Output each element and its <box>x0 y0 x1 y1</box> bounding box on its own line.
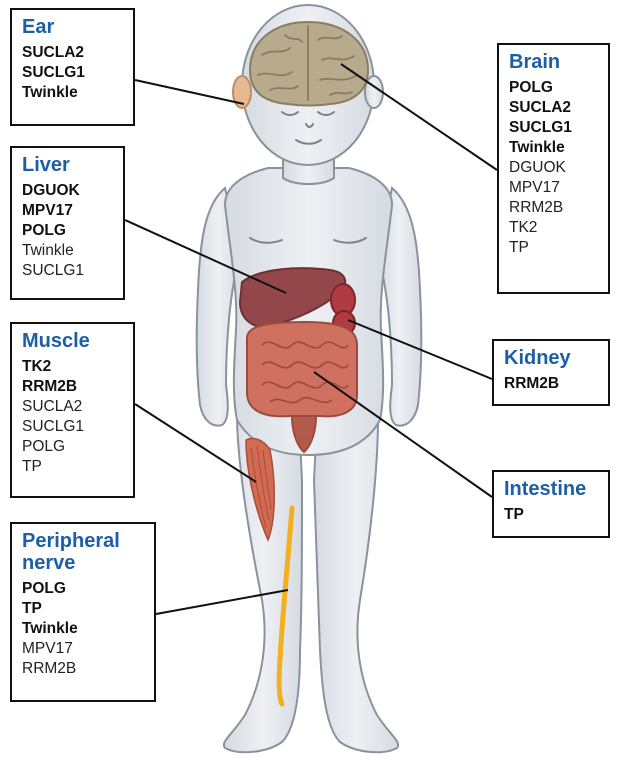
brain-gene-rrm2b: RRM2B <box>509 198 598 218</box>
peripheral-nerve-gene-twinkle: Twinkle <box>22 619 144 639</box>
intestine-title: Intestine <box>504 478 598 500</box>
liver-title: Liver <box>22 154 113 176</box>
peripheral-nerve-gene-tp: TP <box>22 599 144 619</box>
ear-gene-twinkle: Twinkle <box>22 83 123 103</box>
brain <box>250 22 368 106</box>
kidney-title: Kidney <box>504 347 598 369</box>
ear-title: Ear <box>22 16 123 38</box>
kidney-gene-rrm2b: RRM2B <box>504 374 598 394</box>
kidney-gene-list: RRM2B <box>504 374 598 394</box>
intestine-gene-tp: TP <box>504 505 598 525</box>
muscle-gene-tp: TP <box>22 457 123 477</box>
peripheral-nerve-gene-mpv17: MPV17 <box>22 639 144 659</box>
ear-leader-line <box>135 80 244 104</box>
liver-gene-mpv17: MPV17 <box>22 201 113 221</box>
ear-gene-sucla2: SUCLA2 <box>22 43 123 63</box>
muscle-gene-polg: POLG <box>22 437 123 457</box>
kidney-label-box: Kidney RRM2B <box>492 339 610 406</box>
muscle-gene-suclg1: SUCLG1 <box>22 417 123 437</box>
brain-gene-twinkle: Twinkle <box>509 138 598 158</box>
muscle-title: Muscle <box>22 330 123 352</box>
peripheral-nerve-gene-rrm2b: RRM2B <box>22 659 144 679</box>
brain-title: Brain <box>509 51 598 73</box>
brain-gene-tk2: TK2 <box>509 218 598 238</box>
ear-gene-suclg1: SUCLG1 <box>22 63 123 83</box>
peripheral-nerve-gene-polg: POLG <box>22 579 144 599</box>
liver-gene-polg: POLG <box>22 221 113 241</box>
muscle-gene-tk2: TK2 <box>22 357 123 377</box>
right-ear <box>365 76 383 108</box>
liver-gene-dguok: DGUOK <box>22 181 113 201</box>
right-leg <box>314 418 398 752</box>
intestine-label-box: Intestine TP <box>492 470 610 538</box>
liver-gene-suclg1: SUCLG1 <box>22 261 113 281</box>
liver-gene-twinkle: Twinkle <box>22 241 113 261</box>
intestine-gene-list: TP <box>504 505 598 525</box>
muscle-gene-rrm2b: RRM2B <box>22 377 123 397</box>
brain-gene-tp: TP <box>509 238 598 258</box>
brain-gene-dguok: DGUOK <box>509 158 598 178</box>
muscle-gene-sucla2: SUCLA2 <box>22 397 123 417</box>
brain-gene-suclg1: SUCLG1 <box>509 118 598 138</box>
brain-gene-sucla2: SUCLA2 <box>509 98 598 118</box>
brain-gene-mpv17: MPV17 <box>509 178 598 198</box>
brain-gene-polg: POLG <box>509 78 598 98</box>
peripheral-nerve-title: Peripheral nerve <box>22 530 144 574</box>
